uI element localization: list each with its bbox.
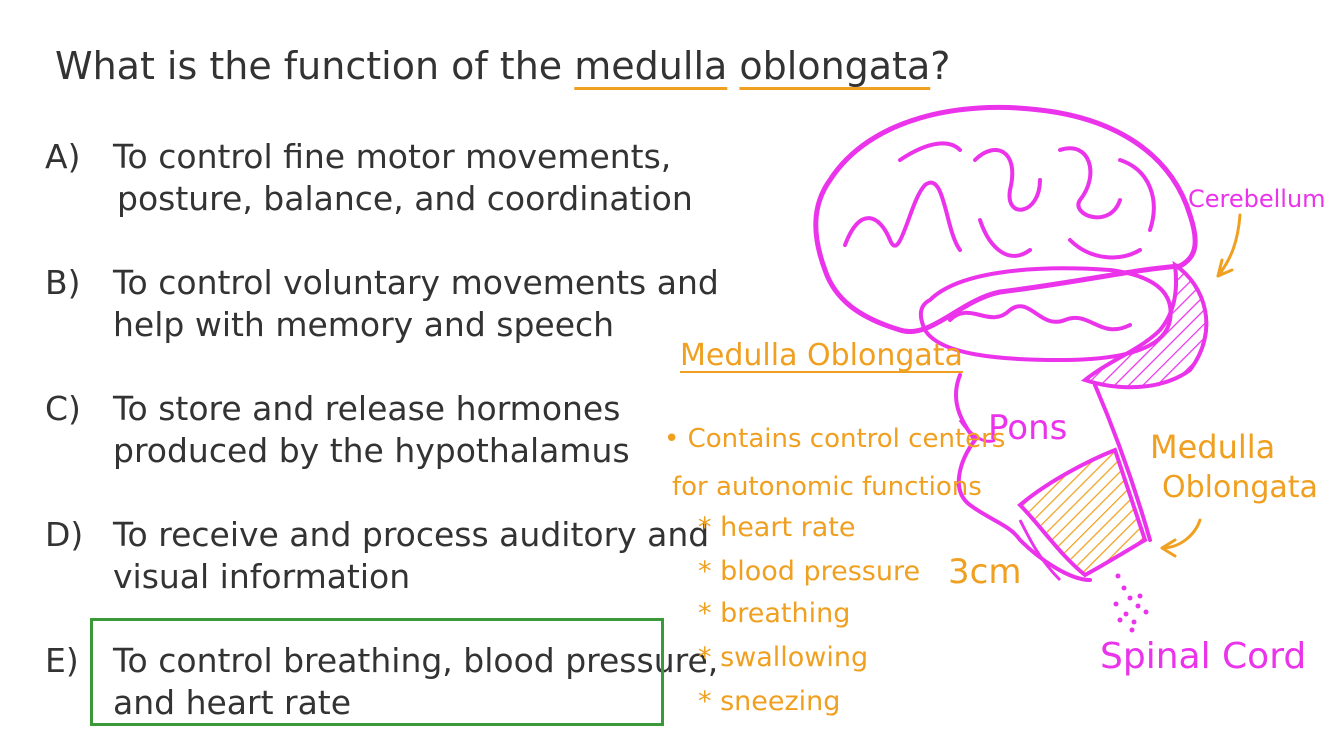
option-d-line-1: To receive and process auditory and — [113, 515, 710, 554]
notes-item-sneezing: * sneezing — [698, 686, 841, 717]
temporal-gyri — [948, 304, 1132, 332]
notes-title: Medulla Oblongata — [680, 338, 963, 373]
size-bracket — [1018, 519, 1062, 582]
spinal-cord-label: Spinal Cord — [1100, 636, 1307, 677]
notes-item-breathing: * breathing — [698, 598, 851, 629]
spinal-cord-dots — [1113, 573, 1149, 633]
question-mark: ? — [930, 44, 951, 88]
size-label: 3cm — [948, 552, 1022, 592]
medulla-label-line-2: Oblongata — [1162, 470, 1318, 505]
medulla-shaded — [1017, 447, 1148, 578]
question-prefix: What is the function of the — [55, 44, 563, 88]
option-b-letter: B) — [45, 263, 81, 302]
notes-item-blood-pressure: * blood pressure — [698, 556, 921, 587]
option-e-line-1: To control breathing, blood pressure, — [113, 641, 719, 680]
option-b-line-2: help with memory and speech — [113, 305, 615, 344]
question-highlight-oblongata: oblongata — [739, 44, 931, 88]
notes-item-swallowing: * swallowing — [698, 642, 869, 673]
question-title: What is the function of the medulla oblo… — [55, 44, 950, 88]
pons-label: Pons — [988, 408, 1068, 448]
option-c-line-2: produced by the hypothalamus — [113, 431, 630, 470]
question-highlight-medulla: medulla — [574, 44, 728, 88]
pons-divider — [958, 419, 996, 443]
medulla-label-line-1: Medulla — [1150, 428, 1276, 466]
cerebrum-outline — [813, 104, 1198, 335]
option-d-letter: D) — [45, 515, 84, 554]
notes-line-2: for autonomic functions — [672, 472, 982, 502]
option-b-line-1: To control voluntary movements and — [113, 263, 719, 302]
cerebrum-gyri — [843, 141, 1156, 260]
cerebellum — [1080, 260, 1209, 390]
option-e-letter: E) — [45, 641, 79, 680]
cerebellum-label: Cerebellum — [1188, 185, 1326, 213]
notes-item-heart-rate: * heart rate — [698, 512, 856, 543]
option-d-line-2: visual information — [113, 557, 411, 596]
option-e-line-2: and heart rate — [113, 683, 352, 722]
notes-line-1: • Contains control centers — [664, 424, 1006, 454]
option-a-letter: A) — [45, 137, 81, 176]
option-c-line-1: To store and release hormones — [113, 389, 621, 428]
medulla-arrow — [1160, 518, 1202, 558]
correct-answer-box — [90, 618, 664, 726]
option-c-letter: C) — [45, 389, 81, 428]
cerebellum-arrow — [1216, 213, 1242, 278]
option-a-line-2: posture, balance, and coordination — [117, 179, 693, 218]
option-a-line-1: To control fine motor movements, — [113, 137, 672, 176]
